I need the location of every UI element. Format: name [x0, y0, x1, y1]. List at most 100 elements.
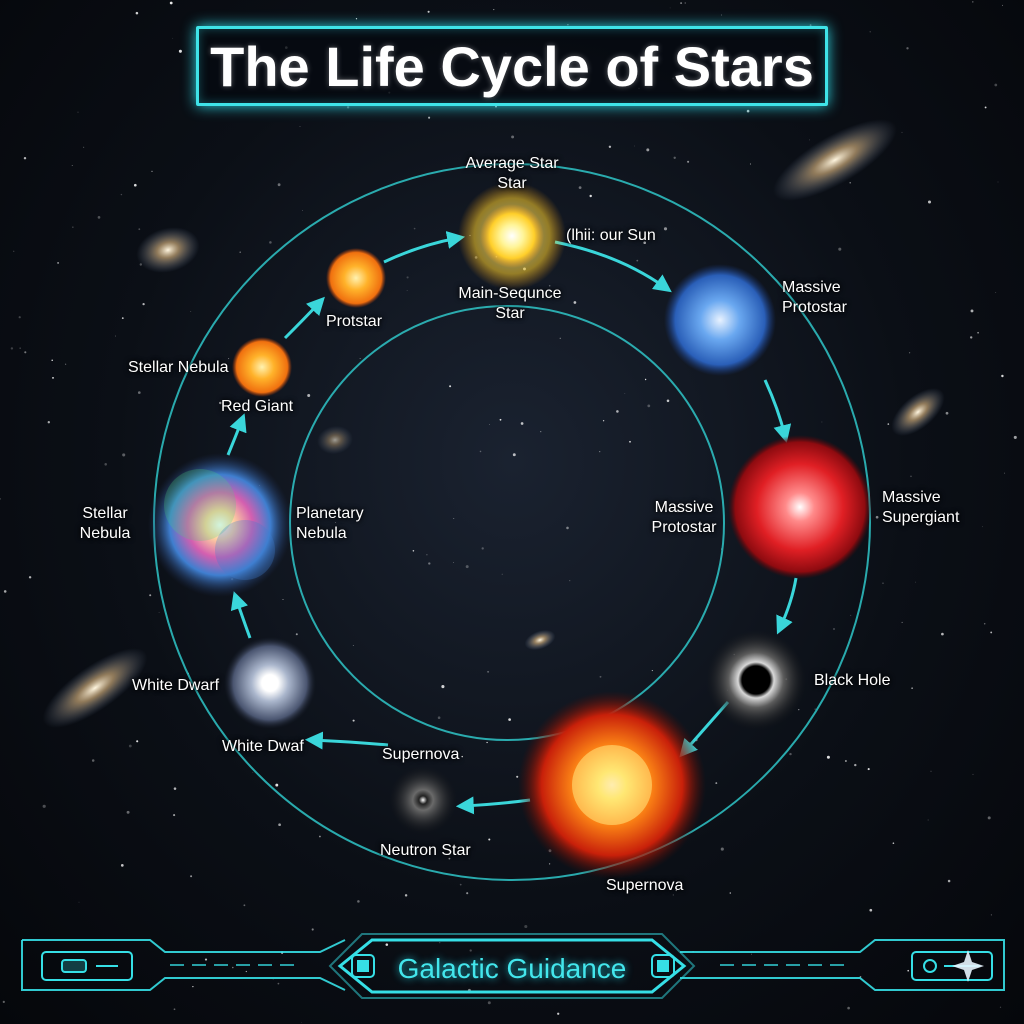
neutron-star-orb [389, 766, 457, 834]
background-star [838, 247, 842, 251]
background-star [277, 183, 281, 187]
background-star [83, 146, 85, 148]
background-star [634, 145, 635, 147]
background-star [548, 284, 551, 287]
background-star [814, 708, 816, 710]
background-star [282, 599, 284, 600]
background-star [927, 819, 929, 821]
background-star [172, 37, 174, 39]
label-average-star-line2: Star [497, 175, 527, 192]
background-star [1004, 472, 1006, 474]
arrow-icon [763, 379, 792, 443]
arrow-icon [554, 240, 672, 293]
arrow-icon [776, 577, 798, 635]
background-star [548, 863, 551, 865]
background-star [493, 9, 495, 11]
label-black-hole: Black Hole [814, 672, 891, 689]
background-star [97, 216, 101, 219]
label-stellar-nebula-left-line1: Stellar [82, 505, 128, 522]
background-star [239, 251, 241, 253]
background-star [644, 378, 647, 381]
background-star [352, 719, 355, 722]
background-star [941, 632, 944, 636]
background-star [78, 901, 80, 903]
background-star [557, 1012, 560, 1015]
background-star [128, 744, 132, 748]
background-star [133, 183, 137, 187]
label-like-our-sun: (lhii: our Sun [566, 227, 656, 244]
background-star [18, 316, 21, 319]
arrow-icon [383, 231, 466, 264]
background-star [990, 914, 993, 916]
label-stellar-nebula-top: Stellar Nebula [128, 359, 229, 376]
label-planetary-nebula-line2: Nebula [296, 525, 347, 542]
background-star [346, 106, 350, 109]
background-star [906, 47, 909, 50]
background-star [629, 440, 631, 443]
background-star [319, 835, 321, 838]
background-star [57, 261, 60, 264]
background-star [508, 718, 511, 721]
background-star [219, 401, 222, 405]
background-star [901, 131, 903, 133]
background-star [427, 10, 430, 13]
background-star [673, 156, 676, 159]
background-star [0, 498, 1, 500]
average-star [458, 182, 566, 290]
background-star [437, 716, 441, 719]
background-star [311, 928, 314, 931]
background-star [295, 633, 298, 636]
background-star [142, 302, 145, 306]
chip-icon [911, 951, 993, 981]
background-star [999, 1006, 1002, 1008]
label-white-dwarf-bottom: White Dwaf [222, 738, 304, 755]
background-star [302, 210, 304, 211]
arrow-icon [226, 413, 247, 456]
background-star [307, 394, 311, 397]
background-star [599, 451, 601, 453]
background-star [602, 420, 605, 422]
background-star [746, 109, 750, 113]
background-star [982, 526, 983, 528]
label-massive-protostar-inner: Massive Protostar [640, 498, 728, 538]
background-star [684, 2, 686, 4]
background-star [441, 685, 445, 689]
background-star [1013, 435, 1017, 439]
label-stellar-nebula-left: Stellar Nebula [70, 504, 140, 544]
background-star [355, 18, 358, 20]
footer-title: Galactic Guidance [397, 953, 627, 984]
label-supernova-inner: Supernova [382, 746, 460, 763]
protostar-orb [326, 248, 386, 308]
background-star [826, 755, 830, 759]
label-massive-protostar-inner-line1: Massive [654, 499, 714, 516]
background-star [121, 317, 124, 319]
cycle-arrows [226, 231, 798, 815]
background-star [907, 969, 909, 972]
background-star [486, 741, 488, 744]
background-star [301, 1022, 302, 1023]
background-star [540, 431, 542, 433]
background-star [428, 116, 431, 119]
background-star [867, 768, 870, 771]
background-star [875, 515, 879, 519]
background-star [413, 227, 416, 230]
background-star [647, 404, 651, 408]
background-star [869, 908, 873, 912]
background-star [13, 250, 15, 252]
background-star [243, 904, 246, 907]
background-star [729, 892, 732, 894]
arrow-icon [304, 731, 389, 750]
galaxy-icon [524, 629, 556, 651]
background-star [449, 385, 452, 388]
background-star [540, 965, 542, 967]
background-star [104, 463, 107, 466]
background-star [908, 352, 911, 354]
planetary-nebula-cloud [148, 453, 292, 597]
label-massive-protostar-outer: Massive Protostar [782, 278, 847, 318]
chip-icon [651, 954, 675, 978]
background-star [19, 347, 21, 349]
background-star [439, 942, 441, 944]
label-average-star: Average Star Star [440, 154, 584, 194]
background-star [947, 879, 951, 883]
background-star [608, 145, 612, 148]
